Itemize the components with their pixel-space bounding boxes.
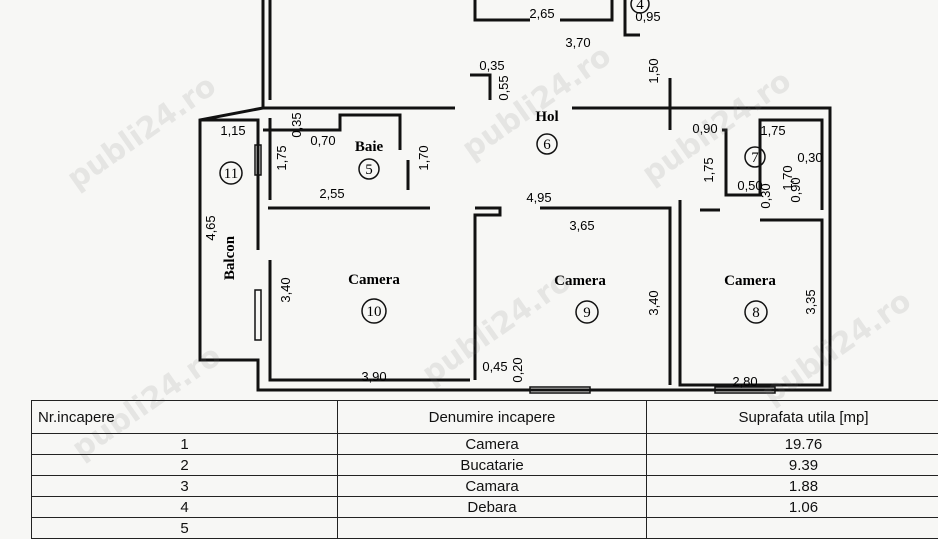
dimension-label: 1,50 <box>646 58 661 83</box>
room-area-cell: 1.88 <box>647 476 938 497</box>
dimension-label: 1,75 <box>701 157 716 182</box>
wall-storage <box>475 0 530 20</box>
room-number-cell: 4 <box>32 497 338 518</box>
wall-outer <box>470 108 830 390</box>
room-number-cell: 2 <box>32 455 338 476</box>
wall-storage <box>560 0 612 20</box>
room-number: 10 <box>367 304 382 320</box>
room-area-cell: 9.39 <box>647 455 938 476</box>
dimension-label: 0,55 <box>496 75 511 100</box>
room-name-cell <box>338 518 647 539</box>
header-area: Suprafata utila [mp] <box>647 401 938 434</box>
wall-room9 <box>475 208 500 380</box>
dimension-label: 1,70 <box>416 145 431 170</box>
room-number-cell: 5 <box>32 518 338 539</box>
dimension-label: 0,45 <box>482 359 507 374</box>
dimension-label: 0,90 <box>788 177 803 202</box>
dimension-label: 0,30 <box>797 150 822 165</box>
room-number: 9 <box>583 305 591 321</box>
dimension-label: 0,35 <box>289 112 304 137</box>
room-name-cell: Camera <box>338 434 647 455</box>
room-label: Baie <box>355 139 384 155</box>
header-room-number: Nr.incapere <box>32 401 338 434</box>
room-area-cell: 1.06 <box>647 497 938 518</box>
dimension-label: 0,35 <box>479 58 504 73</box>
table-row: 4 Debara 1.06 <box>32 497 938 518</box>
dimension-label: 0,30 <box>758 183 773 208</box>
dimension-label: 2,65 <box>529 6 554 21</box>
dimension-label: 3,65 <box>569 218 594 233</box>
room-number: 8 <box>752 305 760 321</box>
dimension-label: 4,65 <box>203 215 218 240</box>
table-header-row: Nr.incapere Denumire incapere Suprafata … <box>32 401 938 434</box>
dimension-label: 4,95 <box>526 190 551 205</box>
room-number-cell: 1 <box>32 434 338 455</box>
room-number: 5 <box>365 162 373 178</box>
room-number: 7 <box>751 150 759 166</box>
window <box>255 290 261 340</box>
room-number: 6 <box>543 137 551 153</box>
dimension-label: 3,40 <box>278 277 293 302</box>
room-name-cell: Debara <box>338 497 647 518</box>
room-area-cell: 19.76 <box>647 434 938 455</box>
room-label: Hol <box>535 109 558 125</box>
room-name-cell: Bucatarie <box>338 455 647 476</box>
table-row: 5 <box>32 518 938 539</box>
wall-small <box>470 75 490 100</box>
room-number: 11 <box>224 166 238 182</box>
table-row: 3 Camara 1.88 <box>32 476 938 497</box>
dimension-label: 0,90 <box>692 121 717 136</box>
room-label: Camera <box>724 273 776 289</box>
dimension-label: 2,55 <box>319 186 344 201</box>
dimension-label: 3,35 <box>803 289 818 314</box>
dimension-label: 1,15 <box>220 123 245 138</box>
room-name-cell: Camara <box>338 476 647 497</box>
dimension-label: 2,80 <box>732 374 757 389</box>
dimension-label: 3,90 <box>361 369 386 384</box>
room-label: Camera <box>554 273 606 289</box>
dimension-label: 0,20 <box>510 357 525 382</box>
room-label: Camera <box>348 272 400 288</box>
rooms-table: Nr.incapere Denumire incapere Suprafata … <box>31 400 938 539</box>
dimension-label: 1,75 <box>760 123 785 138</box>
dimension-label: 3,40 <box>646 290 661 315</box>
dimension-label: 0,95 <box>635 9 660 24</box>
dimension-label: 3,70 <box>565 35 590 50</box>
room-area-cell <box>647 518 938 539</box>
table-row: 1 Camera 19.76 <box>32 434 938 455</box>
room-number-cell: 3 <box>32 476 338 497</box>
table-row: 2 Bucatarie 9.39 <box>32 455 938 476</box>
room-label: Balcon <box>222 235 238 280</box>
dimension-label: 0,70 <box>310 133 335 148</box>
header-room-name: Denumire incapere <box>338 401 647 434</box>
wall-room8 <box>680 200 822 385</box>
dimension-label: 1,75 <box>274 145 289 170</box>
